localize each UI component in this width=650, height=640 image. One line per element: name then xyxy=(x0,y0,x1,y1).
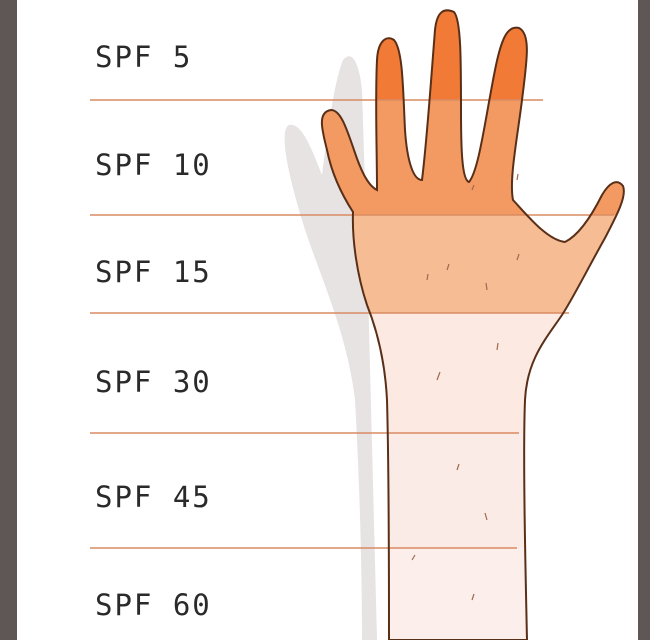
illustration-panel: SPF 5 SPF 10 SPF 15 SPF 30 SPF 45 SPF 60 xyxy=(17,0,638,640)
hand-illustration xyxy=(17,0,638,640)
spf-label-15: SPF 15 xyxy=(95,255,212,289)
spf-label-60: SPF 60 xyxy=(95,588,212,622)
spf-label-5: SPF 5 xyxy=(95,40,192,74)
spf-label-45: SPF 45 xyxy=(95,480,212,514)
spf-label-30: SPF 30 xyxy=(95,365,212,399)
band-spf-60 xyxy=(297,548,638,640)
band-spf-45 xyxy=(297,433,638,548)
spf-label-10: SPF 10 xyxy=(95,148,212,182)
